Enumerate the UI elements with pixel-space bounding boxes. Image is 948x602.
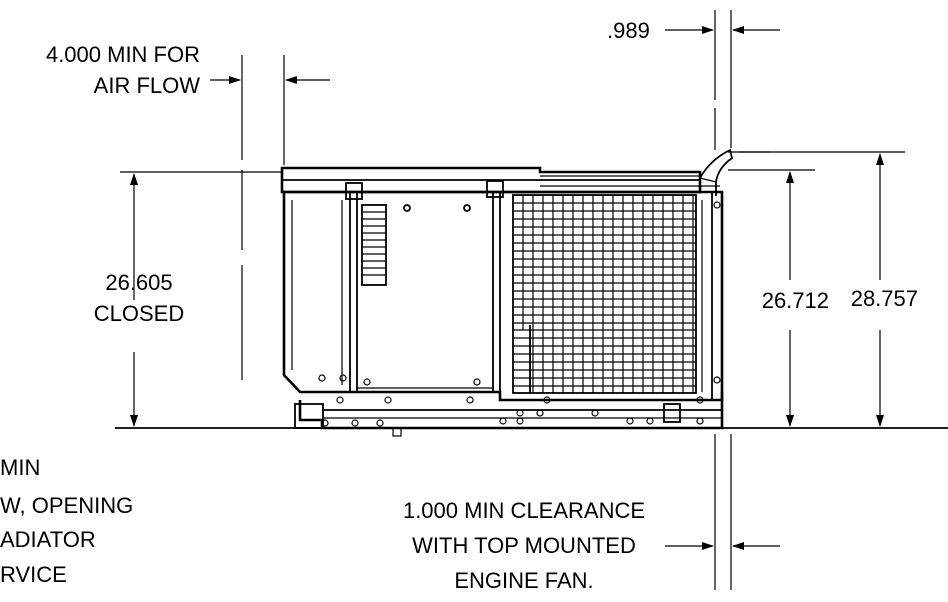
left-note-line4: RVICE <box>0 562 67 587</box>
clearance-line1: 1.000 MIN CLEARANCE <box>403 498 645 523</box>
extension-lines <box>120 10 905 590</box>
clearance-line2: WITH TOP MOUNTED <box>412 533 636 558</box>
dim-26712-label: 26.712 <box>762 288 829 313</box>
base-frame <box>294 392 724 437</box>
dimension-arrows <box>130 26 884 550</box>
left-note-line1: MIN <box>0 455 40 480</box>
generator-enclosure <box>280 148 734 437</box>
left-note-line3: ADIATOR <box>0 527 96 552</box>
exhaust-hood <box>699 148 734 196</box>
dim-989-label: .989 <box>607 18 650 43</box>
closed-word-label: CLOSED <box>94 301 184 326</box>
left-note-line2: W, OPENING <box>0 493 133 518</box>
dim-28757-label: 28.757 <box>851 286 918 311</box>
clearance-line3: ENGINE FAN. <box>454 568 593 593</box>
airflow-label-line2: AIR FLOW <box>94 73 201 98</box>
closed-value-label: 26.605 <box>105 270 172 295</box>
radiator-grille <box>512 194 697 394</box>
louver-vents <box>361 204 387 286</box>
airflow-label-line1: 4.000 MIN FOR <box>46 42 200 67</box>
